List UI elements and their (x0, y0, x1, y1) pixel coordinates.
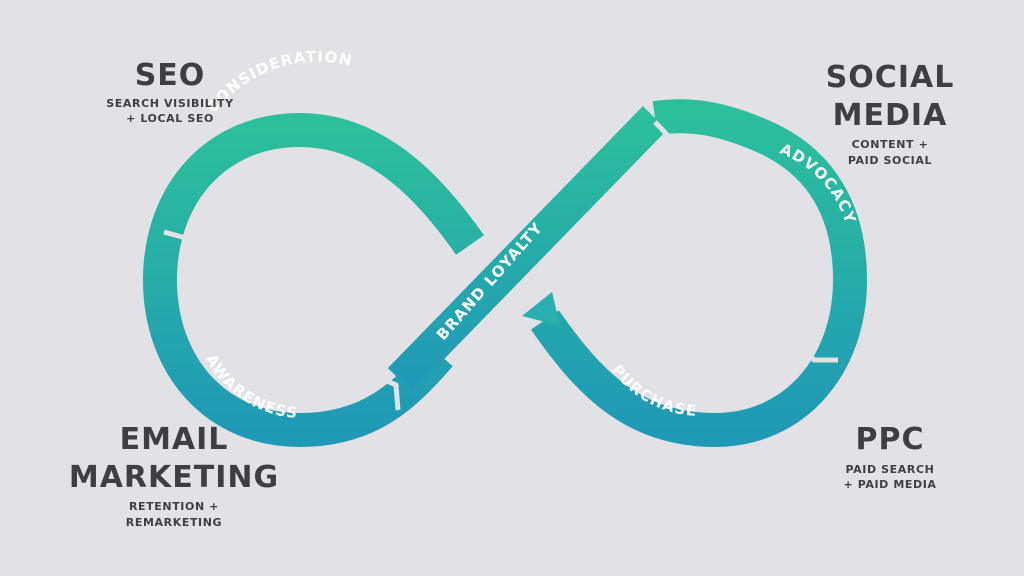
ppc-line-2: + PAID MEDIA (843, 478, 937, 492)
social-title-line-1: SOCIAL (825, 60, 955, 95)
seo-line-1: SEARCH VISIBILITY (106, 96, 234, 110)
email-line-2: REMARKETING (125, 515, 223, 529)
ppc-line-1: PAID SEARCH (845, 462, 935, 476)
seo-title: SEO (134, 58, 206, 93)
notch-bottom-left (378, 375, 401, 411)
notch-right (798, 343, 838, 363)
social-line-1: CONTENT + (851, 138, 929, 151)
email-title-line-1: EMAIL (119, 422, 229, 457)
seo-line-2: + LOCAL SEO (126, 112, 214, 126)
notch-left (163, 224, 202, 241)
seo-callout: SEO SEARCH VISIBILITY + LOCAL SEO (90, 60, 250, 127)
social-media-callout: SOCIAL MEDIA CONTENT + PAID SOCIAL (800, 62, 980, 169)
infinity-loop (142, 99, 868, 448)
left-loop-band (142, 112, 484, 448)
social-title-line-2: MEDIA (832, 97, 948, 133)
email-marketing-callout: EMAIL MARKETING RETENTION + REMARKETING (54, 424, 294, 531)
brand-loyalty-band (387, 106, 668, 392)
social-line-2: PAID SOCIAL (847, 153, 933, 167)
ppc-callout: PPC PAID SEARCH + PAID MEDIA (810, 424, 970, 493)
email-line-1: RETENTION + (128, 500, 219, 513)
purchase-arrow-tip (522, 292, 560, 326)
email-title-line-2: MARKETING (68, 459, 280, 495)
notch-top-right (653, 120, 675, 164)
stage-labels: CONSIDERATION AWARENESS BRAND LOYALTY AD… (202, 48, 859, 423)
right-loop-band (531, 99, 868, 448)
ppc-title: PPC (855, 422, 925, 457)
